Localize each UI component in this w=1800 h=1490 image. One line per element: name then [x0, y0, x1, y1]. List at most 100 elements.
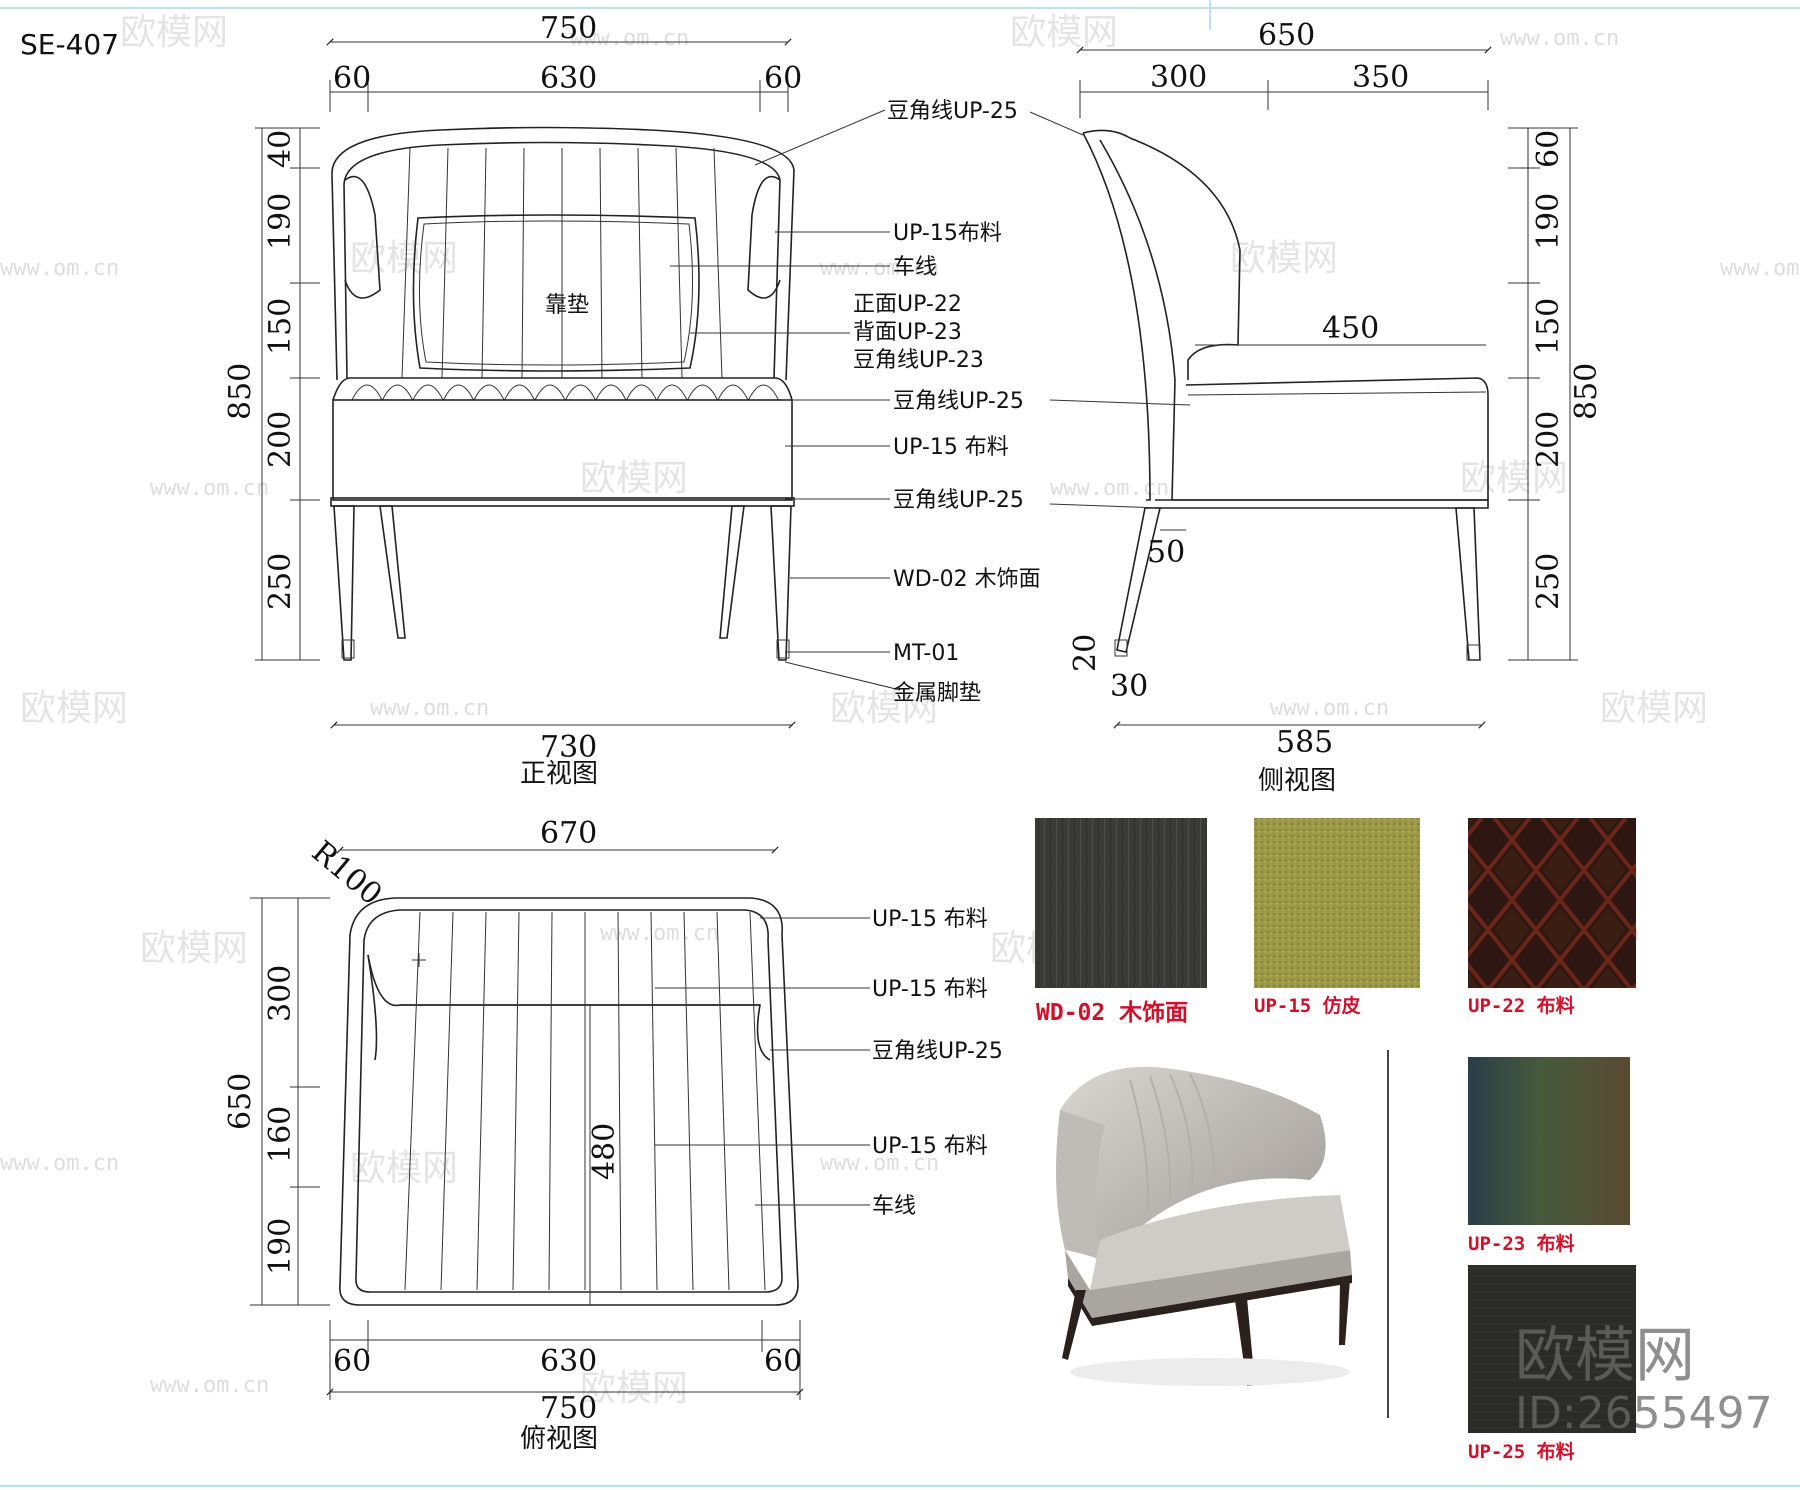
top-dim-630: 630: [540, 1344, 597, 1379]
callout-10: WD-02 木饰面: [893, 567, 1041, 592]
front-seat-scallop: [687, 384, 718, 401]
top-channel-line: [512, 911, 520, 1291]
watermark-brand: 欧模网: [830, 688, 938, 729]
side-dim-300: 300: [1150, 60, 1207, 95]
front-dim-200: 200: [263, 411, 298, 468]
side-foot-front: [1114, 639, 1128, 657]
product-photo: [1035, 1050, 1389, 1418]
front-seat-scallop: [473, 384, 505, 401]
front-channel-line: [441, 147, 449, 379]
top-channel-line: [749, 911, 766, 1291]
side-dim-850: 850: [1569, 363, 1604, 420]
front-channel-line: [599, 147, 603, 379]
brand-logo-id: ID:2655497: [1515, 1388, 1773, 1439]
watermark-brand: 欧模网: [1010, 12, 1118, 53]
side-view-title: 侧视图: [1258, 766, 1336, 796]
swatch-up15: [1254, 818, 1420, 988]
front-dim-250: 250: [263, 553, 298, 610]
watermark-url: www.om.cn: [600, 921, 719, 946]
side-dim-350: 350: [1352, 60, 1409, 95]
front-dim-190: 190: [263, 193, 298, 250]
swatch-up22: [1468, 818, 1636, 988]
leader-10: [784, 661, 901, 691]
side-dim-450: 450: [1322, 311, 1379, 346]
side-welt: [1155, 499, 1489, 509]
top-callout-5: 车线: [872, 1194, 916, 1219]
swatch-label-up25: UP-25 布料: [1468, 1440, 1575, 1463]
top-seat-front: [367, 954, 771, 1061]
side-back-outer: [1082, 129, 1241, 380]
watermark-brand: 欧模网: [1230, 238, 1338, 279]
watermark-brand: 欧模网: [580, 458, 688, 499]
watermark-brand: 欧模网: [1600, 688, 1708, 729]
front-callouts: 豆角线UP-25 UP-15布料 车线 正面UP-22 背面UP-23 豆角线U…: [670, 99, 1041, 706]
front-seat-scallop: [748, 384, 779, 401]
top-channels: [404, 911, 766, 1291]
side-back-front: [1082, 132, 1151, 501]
top-channel-line: [617, 911, 622, 1291]
front-channel-line: [521, 147, 525, 379]
material-swatches: WD-02 木饰面 UP-15 仿皮 UP-22 布料 UP-23 布料 UP-…: [1035, 818, 1636, 1463]
front-dim-630: 630: [540, 61, 597, 96]
swatch-label-wd02: WD-02 木饰面: [1036, 999, 1188, 1026]
swatch-up23: [1468, 1057, 1630, 1225]
front-seat-scallop: [534, 384, 566, 401]
front-cushion-inner: [418, 220, 694, 366]
front-dim-850: 850: [223, 363, 258, 420]
brand-logo-text: 欧模网: [1515, 1321, 1695, 1391]
swatch-up25: [1468, 1265, 1636, 1433]
photo-chair-side: [1056, 1110, 1105, 1260]
callout-7: 豆角线UP-25: [893, 389, 1024, 414]
top-channel-line: [476, 911, 487, 1291]
top-dim-670: 670: [540, 816, 597, 851]
photo-shadow: [1070, 1358, 1350, 1386]
side-dim-190: 190: [1531, 193, 1566, 250]
side-dim-30: 30: [1110, 669, 1148, 704]
watermark-url: www.om.cn: [370, 696, 489, 721]
photo-chair-channels: [1129, 1073, 1216, 1211]
top-dim-60-left: 60: [333, 1344, 371, 1379]
side-dim-20: 20: [1068, 634, 1103, 672]
front-seat-scallop: [565, 384, 596, 401]
top-view: 670 R100 650 300 160 190 480: [223, 816, 1003, 1454]
front-seat-scallop: [656, 384, 688, 401]
watermark-url: www.om.cn: [1500, 26, 1619, 51]
brand-logo: 欧模网 ID:2655497: [1515, 1321, 1773, 1439]
top-dim-650: 650: [223, 1073, 258, 1130]
front-dim-750: 750: [540, 11, 597, 46]
watermark-url: www.om.cn: [150, 1373, 269, 1398]
front-dim-730: 730: [540, 730, 597, 765]
front-seat-top: [332, 377, 793, 401]
callout-1: 豆角线UP-25: [887, 99, 1018, 124]
front-dim-150: 150: [263, 298, 298, 355]
watermark-brand: 欧模网: [350, 238, 458, 279]
front-channel-line: [637, 147, 643, 379]
front-dim-60-right: 60: [764, 61, 802, 96]
watermark-url: www.om.cn: [1050, 476, 1169, 501]
swatch-label-up15: UP-15 仿皮: [1254, 994, 1361, 1017]
watermark-brand: 欧模网: [20, 688, 128, 729]
front-foot-left: [341, 639, 355, 659]
top-dim-750: 750: [540, 1391, 597, 1426]
watermark-url: www.om.cn: [0, 1151, 119, 1176]
callout-5: 背面UP-23: [853, 320, 962, 345]
front-channel-line: [675, 147, 683, 379]
front-channel-line: [713, 147, 723, 379]
side-dim-200: 200: [1531, 411, 1566, 468]
watermark-brand: 欧模网: [1460, 458, 1568, 499]
top-callout-2: UP-15 布料: [872, 977, 988, 1002]
top-channel-line: [650, 911, 658, 1291]
top-channel-line: [683, 911, 694, 1291]
top-callout-3: 豆角线UP-25: [872, 1039, 1003, 1064]
front-foot-right: [776, 639, 790, 659]
top-dim-190: 190: [263, 1218, 298, 1275]
top-callout-1: UP-15 布料: [872, 907, 988, 932]
watermark-url: www.om.cn: [1720, 256, 1800, 281]
front-seat-scallop: [351, 384, 383, 401]
side-dim-250: 250: [1531, 553, 1566, 610]
side-leader-1: [1049, 399, 1191, 406]
front-back-channels: [401, 147, 723, 379]
front-leg-back-right: [719, 505, 745, 639]
swatch-label-up23: UP-23 布料: [1468, 1232, 1575, 1255]
photo-chair-frame: [1068, 1275, 1352, 1326]
